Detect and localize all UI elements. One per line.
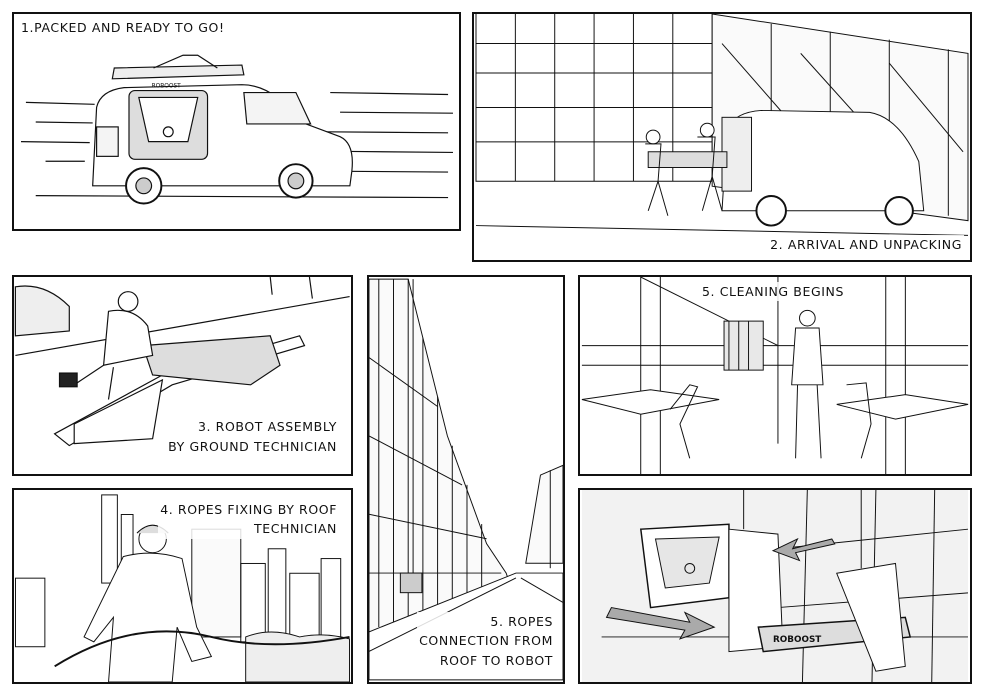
- arrival-illustration: [475, 14, 969, 236]
- caption-panel-5-ropes: 5. Ropes connection from roof to robot: [417, 611, 555, 670]
- robot-assembly-illustration: [14, 277, 350, 447]
- caption-panel-4: 4. Ropes fixing by roof technician: [158, 500, 339, 539]
- robot-brand: ROBOOST: [773, 635, 821, 645]
- panel-cleaning-begins: 5. Cleaning begins: [578, 275, 972, 476]
- panel-robot-assembly: 3. Robot assembly by ground technician: [12, 275, 353, 476]
- panel-arrival-and-unpacking: 2. Arrival and unpacking: [472, 12, 972, 262]
- caption-panel-1: 1.Packed and ready to go!: [19, 18, 227, 38]
- office-interior-illustration: [581, 277, 969, 474]
- roof-technician-illustration: [14, 494, 351, 682]
- panel-packed-and-ready: ROBOOST 1.Packed and ready to go!: [12, 12, 461, 231]
- robot-on-facade-illustration: ROBOOST: [582, 490, 969, 682]
- caption-panel-2: 2. Arrival and unpacking: [768, 234, 964, 254]
- caption-panel-5-cleaning: 5. Cleaning begins: [700, 282, 847, 302]
- panel-ropes-fixing-roof: 4. Ropes fixing by roof technician: [12, 488, 353, 684]
- van-driving-illustration: ROBOOST: [21, 54, 453, 205]
- van-roof-brand: ROBOOST: [152, 84, 182, 90]
- caption-panel-3: 3. Robot assembly by ground technician: [166, 417, 339, 456]
- panel-ropes-connection: 5. Ropes connection from roof to robot: [367, 275, 565, 684]
- panel-robot-on-facade: ROBOOST: [578, 488, 972, 684]
